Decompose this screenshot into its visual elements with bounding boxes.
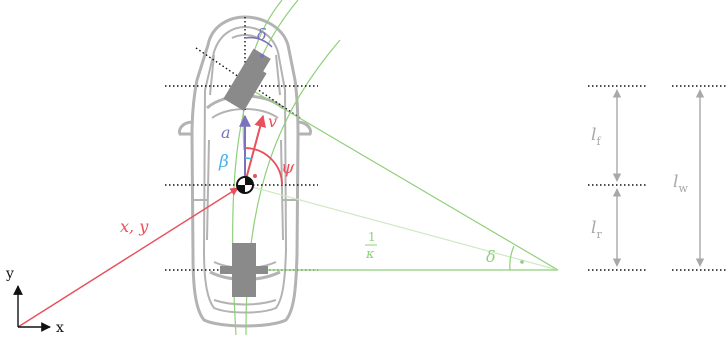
label-one: 1 xyxy=(368,230,376,244)
car-outline xyxy=(190,15,300,328)
steering-dot xyxy=(260,54,264,58)
label-lr: lr xyxy=(591,218,602,241)
wheels xyxy=(220,48,271,297)
mirror-left xyxy=(178,120,194,136)
label-xy: x, y xyxy=(120,217,149,236)
wheel-perpendicular xyxy=(195,47,301,119)
reference-lines xyxy=(165,17,726,271)
hood-center xyxy=(231,34,259,39)
delta-angle-dot xyxy=(520,260,524,264)
label-lr-main: l xyxy=(591,218,596,238)
steering-arc xyxy=(244,36,273,48)
label-lf-main: l xyxy=(591,125,596,145)
roof-left xyxy=(206,139,210,241)
center-of-gravity-icon xyxy=(236,176,254,194)
hood-line-right xyxy=(275,54,281,96)
label-lw-sub: w xyxy=(678,182,688,195)
trajectory-inner xyxy=(245,39,341,336)
label-lf-sub: f xyxy=(596,135,601,148)
mirror-right xyxy=(296,120,312,136)
label-lw: lw xyxy=(673,172,688,195)
label-delta-bottom: δ xyxy=(486,247,496,266)
label-lw-main: l xyxy=(673,172,678,192)
roof-right xyxy=(280,139,284,241)
psi-dot xyxy=(253,174,257,178)
label-psi: ψ xyxy=(281,158,295,178)
psi-arc xyxy=(244,147,283,186)
label-kappa: κ xyxy=(365,247,375,262)
delta-angle-arc xyxy=(509,245,515,271)
label-a: a xyxy=(221,123,231,142)
cog-radius-line xyxy=(244,184,559,271)
rear-axle xyxy=(220,266,268,274)
label-axis-y: y xyxy=(5,266,14,282)
position-vector xyxy=(17,187,239,328)
geometry-lines xyxy=(244,85,559,271)
label-beta: β xyxy=(218,152,229,172)
label-axis-x: x xyxy=(56,320,64,335)
label-v: v xyxy=(268,112,277,131)
hood-line-left xyxy=(209,54,215,96)
car-body xyxy=(178,15,312,328)
car-inner-outline xyxy=(202,25,288,314)
label-lr-sub: r xyxy=(596,228,602,241)
front-radius-line xyxy=(244,85,559,271)
label-delta-top: δ xyxy=(257,25,267,44)
beta-arc xyxy=(244,157,253,160)
axis-arrow-icon xyxy=(13,285,51,332)
dimensions xyxy=(612,89,705,267)
trunk-line xyxy=(213,299,277,306)
label-lf: lf xyxy=(591,125,601,148)
